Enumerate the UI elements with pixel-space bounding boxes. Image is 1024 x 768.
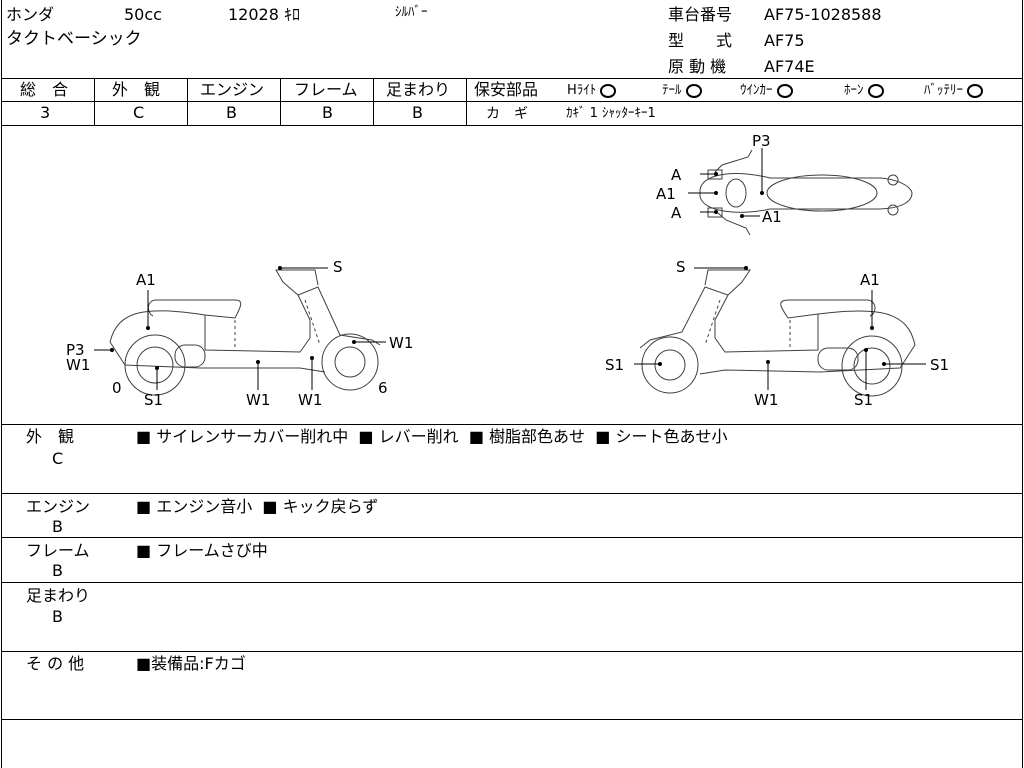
safety-horn: ﾎｰﾝ xyxy=(844,82,884,100)
scooter-left-view xyxy=(109,269,381,396)
grade-total-value: 3 xyxy=(40,103,51,122)
diagram-label: P3 xyxy=(752,132,771,150)
remark-other-label: そ の 他 xyxy=(26,654,85,673)
safety-headlight: Hﾗｲﾄ xyxy=(567,82,617,100)
safety-battery: ﾊﾞｯﾃﾘｰ xyxy=(924,82,983,100)
remark-frame-grade: B xyxy=(52,561,63,580)
diagram-label: S1 xyxy=(930,356,949,374)
frame-no-label: 車台番号 xyxy=(668,5,733,24)
remark-exterior-notes: ■ サイレンサーカバー削れ中 ■ レバー削れ ■ 樹脂部色あせ ■ シート色あせ… xyxy=(136,427,728,446)
color: ｼﾙﾊﾞｰ xyxy=(395,5,428,20)
safety-label: 保安部品 xyxy=(474,80,539,99)
engine-value: AF74E xyxy=(764,57,815,76)
diagram-label: 6 xyxy=(378,379,388,397)
diagram-label: S1 xyxy=(854,391,873,409)
key-label: カ ギ xyxy=(486,106,528,122)
grade-engine-value: B xyxy=(226,103,237,122)
ok-circle-icon xyxy=(967,83,983,98)
diagram-label: A xyxy=(671,166,682,184)
grade-exterior-value: C xyxy=(133,103,145,122)
type-label: 型 式 xyxy=(668,31,733,50)
scooter-right-view xyxy=(639,269,916,397)
grade-frame-label: フレーム xyxy=(294,80,358,99)
frame-no: AF75-1028588 xyxy=(764,5,882,24)
remark-engine-grade: B xyxy=(52,517,63,536)
remark-frame-label: フレーム xyxy=(26,541,90,560)
safety-winker: ｳｲﾝｶｰ xyxy=(740,82,793,100)
diagram-label: S1 xyxy=(605,356,624,374)
remark-suspension-grade: B xyxy=(52,607,63,626)
diagram-label: W1 xyxy=(246,391,270,409)
diagram-label: W1 xyxy=(298,391,322,409)
diagram-label: S1 xyxy=(144,391,163,409)
key-value: ｶｷﾞ 1 ｼｬｯﾀｰｷｰ1 xyxy=(566,106,656,121)
grade-exterior-label: 外 観 xyxy=(112,80,161,99)
remark-exterior-grade: C xyxy=(52,449,64,468)
ok-circle-icon xyxy=(867,83,884,98)
remark-exterior-label: 外 観 xyxy=(26,427,75,446)
ok-circle-icon xyxy=(600,83,617,98)
diagram-label: P3 xyxy=(66,341,85,359)
scooter-top-view xyxy=(699,149,913,236)
remark-engine-notes: ■ エンジン音小 ■ キック戻らず xyxy=(136,497,379,516)
remark-frame-notes: ■ フレームさび中 xyxy=(136,541,268,560)
scooter-diagram: P3 A A1 A A1 S A1 P3 W1 W1 0 S1 W1 W1 6 … xyxy=(66,132,949,409)
grade-frame-value: B xyxy=(322,103,333,122)
remark-suspension-label: 足まわり xyxy=(26,586,91,605)
maker: ホンダ xyxy=(6,5,55,24)
diagram-label: A xyxy=(671,204,682,222)
diagram-label: S xyxy=(676,258,686,276)
diagram-label: A1 xyxy=(656,185,676,203)
safety-tail: ﾃｰﾙ xyxy=(662,82,702,100)
diagram-label: W1 xyxy=(66,356,90,374)
grade-suspension-label: 足まわり xyxy=(386,80,451,99)
type-value: AF75 xyxy=(764,31,805,50)
engine-label: 原 動 機 xyxy=(668,57,727,76)
diagram-label: A1 xyxy=(860,271,880,289)
diagram-label: W1 xyxy=(389,334,413,352)
model-name: タクトベーシック xyxy=(6,29,142,49)
remark-engine-label: エンジン xyxy=(26,497,91,516)
mileage: 12028 ｷﾛ xyxy=(228,5,300,24)
ok-circle-icon xyxy=(776,83,793,98)
displacement: 50cc xyxy=(124,5,162,24)
diagram-label: A1 xyxy=(136,271,156,289)
ok-circle-icon xyxy=(685,83,702,98)
diagram-label: S xyxy=(333,258,343,276)
grade-suspension-value: B xyxy=(412,103,423,122)
diagram-label: A1 xyxy=(762,208,782,226)
diagram-label: 0 xyxy=(112,379,122,397)
grade-engine-label: エンジン xyxy=(200,80,265,99)
remark-other-notes: ■装備品:Fカゴ xyxy=(136,654,246,673)
grade-total-label: 総 合 xyxy=(20,80,69,99)
diagram-label: W1 xyxy=(754,391,778,409)
